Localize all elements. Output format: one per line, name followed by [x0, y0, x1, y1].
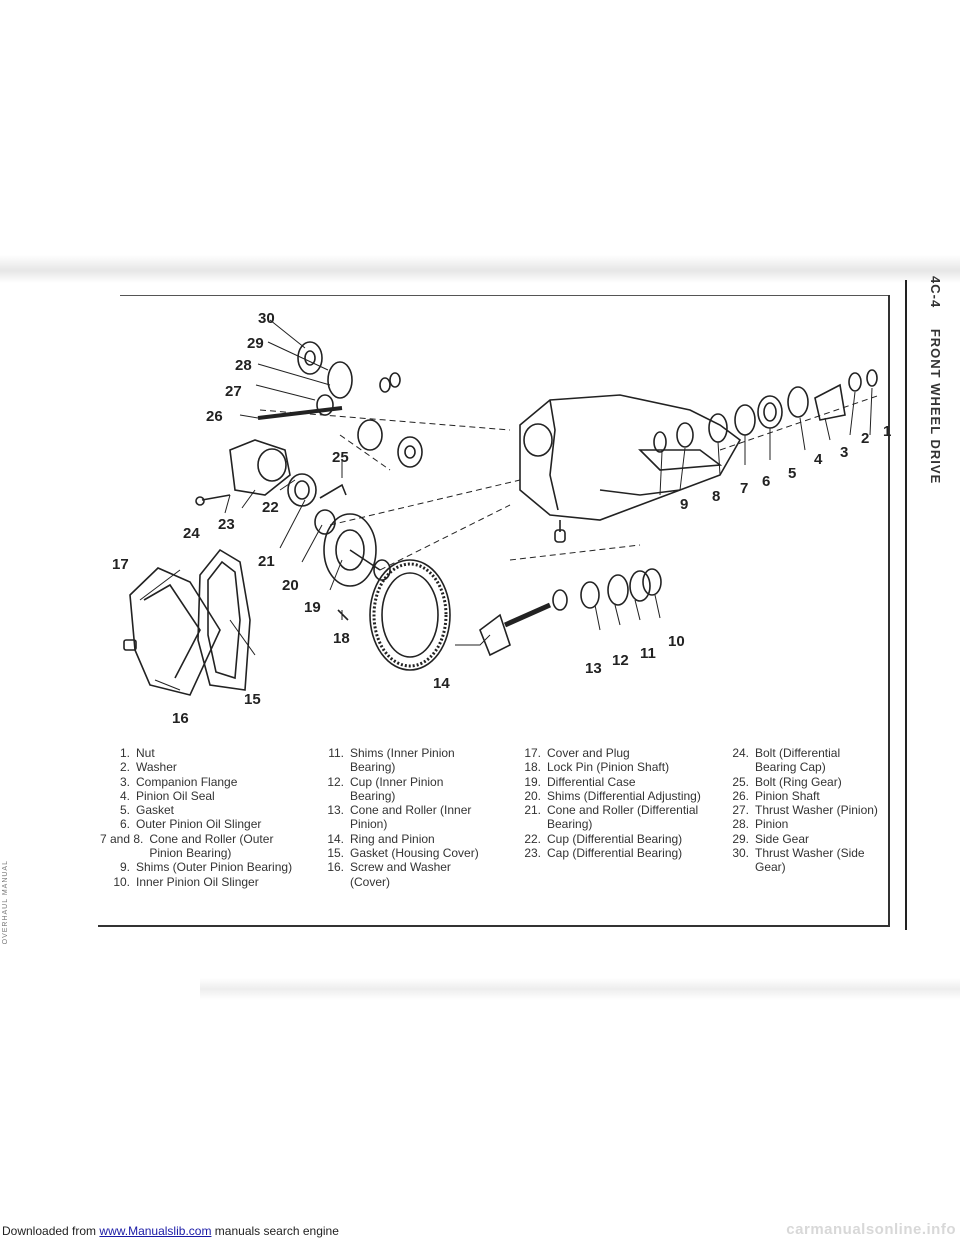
manualslib-link[interactable]: www.Manualslib.com — [99, 1224, 212, 1238]
callout-5: 5 — [788, 465, 797, 482]
callout-1: 1 — [883, 423, 892, 440]
legend-item: 17.Cover and Plug — [524, 746, 630, 760]
callout-3: 3 — [840, 444, 849, 461]
callout-7: 7 — [740, 480, 749, 497]
callout-12: 12 — [612, 652, 629, 669]
legend-item: 5.Gasket — [119, 803, 175, 818]
legend-item: 3.Companion Flange — [119, 774, 238, 789]
exploded-view-diagram — [123, 319, 881, 696]
pinion-gear — [479, 568, 662, 657]
legend-item: 11.Shims (Inner Pinion Bearing) — [328, 746, 455, 775]
pinion-bearing-parts — [653, 369, 878, 453]
page-edge-shadow-bottom — [200, 978, 960, 1000]
legend-item: 9.Shims (Outer Pinion Bearing) — [119, 860, 293, 875]
differential-gears — [287, 341, 423, 535]
figure-frame — [98, 295, 890, 927]
legend-item: 6.Outer Pinion Oil Slinger — [119, 817, 262, 832]
footer-prefix: Downloaded from — [2, 1224, 97, 1238]
legend-item: 21.Cone and Roller (Differential Bearing… — [524, 803, 699, 832]
parts-legend-column-1: 1.Nut 2.Washer 3.Companion Flange 4.Pini… — [100, 746, 304, 889]
legend-item: 13.Cone and Roller (Inner Pinion) — [327, 803, 472, 832]
legend-item: 2.Washer — [119, 760, 177, 775]
housing-cover — [123, 567, 221, 696]
callout-4: 4 — [814, 451, 823, 468]
watermark: carmanualsonline.info — [786, 1221, 956, 1238]
legend-item: 30.Thrust Washer (Side Gear) — [732, 846, 865, 875]
pinion-shaft — [257, 406, 343, 420]
legend-item: 12.Cup (Inner Pinion Bearing) — [327, 774, 444, 803]
parts-legend-column-2: 11.Shims (Inner Pinion Bearing) 12.Cup (… — [312, 746, 492, 889]
callout-14: 14 — [433, 675, 450, 692]
callout-29: 29 — [247, 335, 264, 352]
legend-item: 14.Ring and Pinion — [327, 831, 435, 846]
callout-6: 6 — [762, 473, 771, 490]
cover-gasket — [197, 548, 251, 691]
download-footer: Downloaded from www.Manualslib.com manua… — [2, 1224, 339, 1238]
callout-11: 11 — [640, 645, 656, 662]
legend-item: 22.Cup (Differential Bearing) — [524, 831, 683, 846]
callout-17: 17 — [112, 556, 129, 573]
legend-item: 10.Inner Pinion Oil Slinger — [113, 874, 259, 889]
callout-25: 25 — [332, 449, 349, 466]
legend-item: 25.Bolt (Ring Gear) — [732, 774, 842, 789]
right-margin-rule — [905, 280, 907, 930]
bearing-cap — [195, 439, 291, 506]
callout-24: 24 — [183, 525, 200, 542]
legend-item: 7 and 8.Cone and Roller (Outer Pinion Be… — [100, 831, 274, 861]
page-edge-shadow-top — [0, 255, 960, 283]
legend-item: 26.Pinion Shaft — [732, 788, 820, 803]
legend-item: 27.Thrust Washer (Pinion) — [732, 803, 878, 818]
callout-13: 13 — [585, 660, 602, 677]
legend-item: 24.Bolt (Differential Bearing Cap) — [732, 746, 841, 775]
axle-housing — [519, 394, 742, 543]
legend-item: 15.Gasket (Housing Cover) — [327, 846, 479, 861]
section-code: 4C-4 — [928, 276, 943, 309]
callout-20: 20 — [282, 577, 299, 594]
callout-27: 27 — [225, 383, 242, 400]
callout-8: 8 — [712, 488, 721, 505]
margin-text: OVERHAUL MANUAL — [2, 860, 9, 945]
callout-30: 30 — [258, 310, 275, 327]
legend-item: 28.Pinion — [732, 817, 789, 832]
legend-item: 4.Pinion Oil Seal — [119, 788, 215, 803]
differential-case — [323, 513, 391, 621]
callout-10: 10 — [668, 633, 685, 650]
callout-2: 2 — [861, 430, 870, 447]
callout-22: 22 — [262, 499, 279, 516]
legend-item: 20.Shims (Differential Adjusting) — [524, 788, 701, 803]
callout-28: 28 — [235, 357, 252, 374]
callout-18: 18 — [333, 630, 350, 647]
legend-item: 18.Lock Pin (Pinion Shaft) — [524, 760, 670, 775]
legend-item: 1.Nut — [119, 746, 155, 760]
parts-legend-column-4: 24.Bolt (Differential Bearing Cap) 25.Bo… — [713, 746, 883, 875]
section-title: FRONT WHEEL DRIVE — [928, 328, 943, 485]
section-header: 4C-4 FRONT WHEEL DRIVE — [919, 276, 943, 516]
ring-gear — [369, 559, 451, 671]
legend-item: 16.Screw and Washer (Cover) — [327, 860, 451, 889]
frame-top-rule — [120, 295, 890, 296]
callout-26: 26 — [206, 408, 223, 425]
callout-16: 16 — [172, 710, 189, 727]
callout-21: 21 — [258, 553, 275, 570]
legend-item: 19.Differential Case — [524, 774, 636, 789]
legend-item: 23.Cap (Differential Bearing) — [524, 846, 683, 861]
alignment-lines — [259, 394, 881, 571]
footer-suffix: manuals search engine — [214, 1224, 339, 1238]
callout-9: 9 — [680, 496, 689, 513]
parts-legend-column-3: 17.Cover and Plug 18.Lock Pin (Pinion Sh… — [505, 746, 705, 860]
leader-lines — [139, 319, 873, 691]
legend-item: 29.Side Gear — [732, 831, 810, 846]
callout-23: 23 — [218, 516, 235, 533]
callout-19: 19 — [304, 599, 321, 616]
callout-15: 15 — [244, 691, 261, 708]
